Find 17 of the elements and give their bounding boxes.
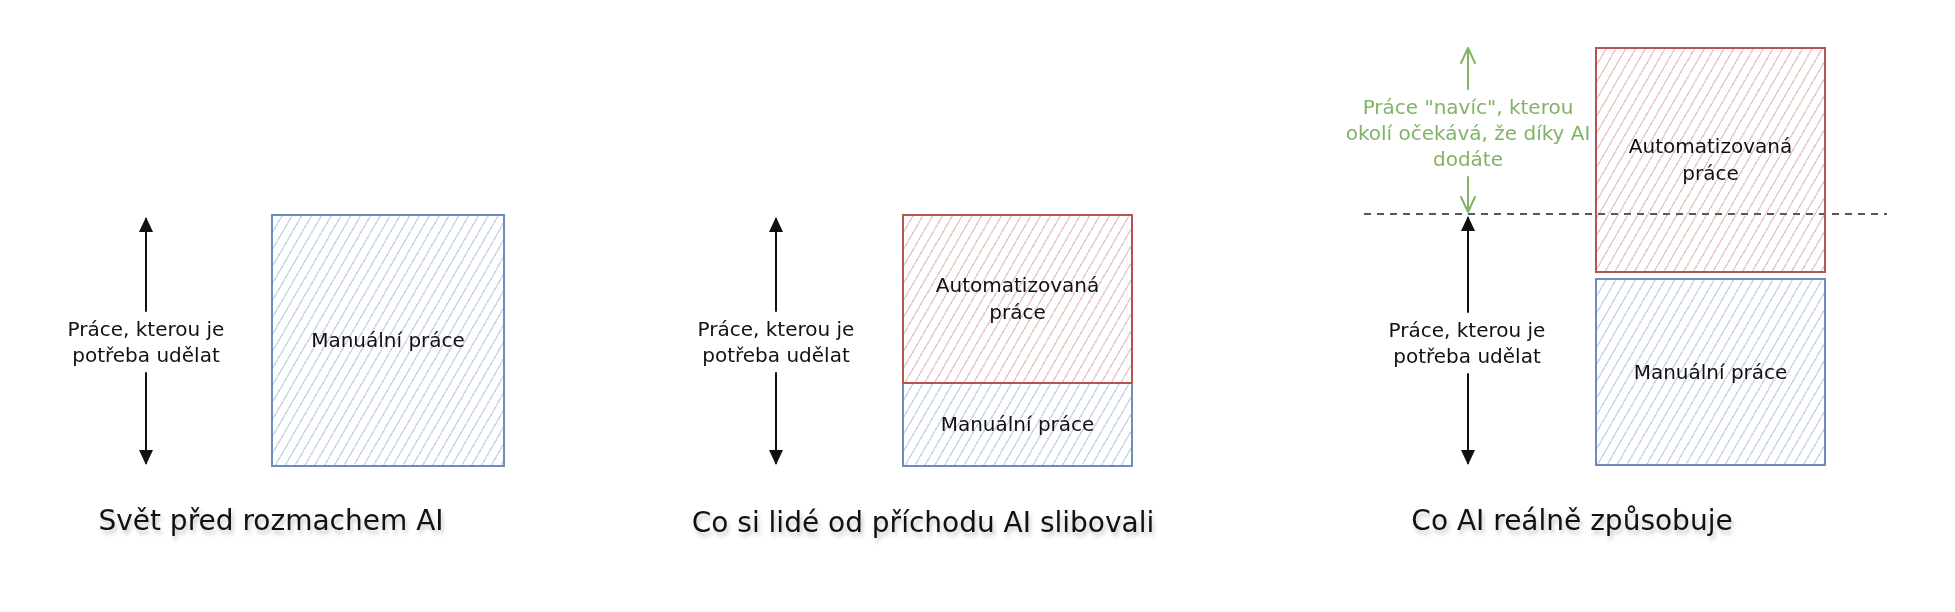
hatched-box [902, 384, 1133, 467]
box-label: Automatizovaná práce [935, 272, 1100, 326]
dimension-label: Práce, kterou je potřeba udělat [67, 316, 225, 368]
hatched-box [271, 214, 505, 467]
panel-caption: Co si lidé od příchodu AI slibovali [691, 504, 1155, 541]
panel-caption: Co AI reálně způsobuje [1410, 502, 1734, 539]
panel-caption: Svět před rozmachem AI [97, 502, 445, 539]
box-label: Manuální práce [310, 327, 466, 354]
box-label: Automatizovaná práce [1628, 133, 1793, 187]
hatched-box [902, 214, 1133, 384]
hatched-box [1595, 47, 1826, 273]
hatched-box [1595, 278, 1826, 466]
box-label: Manuální práce [940, 411, 1095, 438]
annotation-text: Práce "navíc", kterou okolí očekává, že díky AI dodáte [1345, 94, 1591, 172]
box-label: Manuální práce [1633, 358, 1788, 386]
dimension-label: Práce, kterou je potřeba udělat [697, 316, 855, 368]
dimension-label: Práce, kterou je potřeba udělat [1388, 317, 1546, 369]
